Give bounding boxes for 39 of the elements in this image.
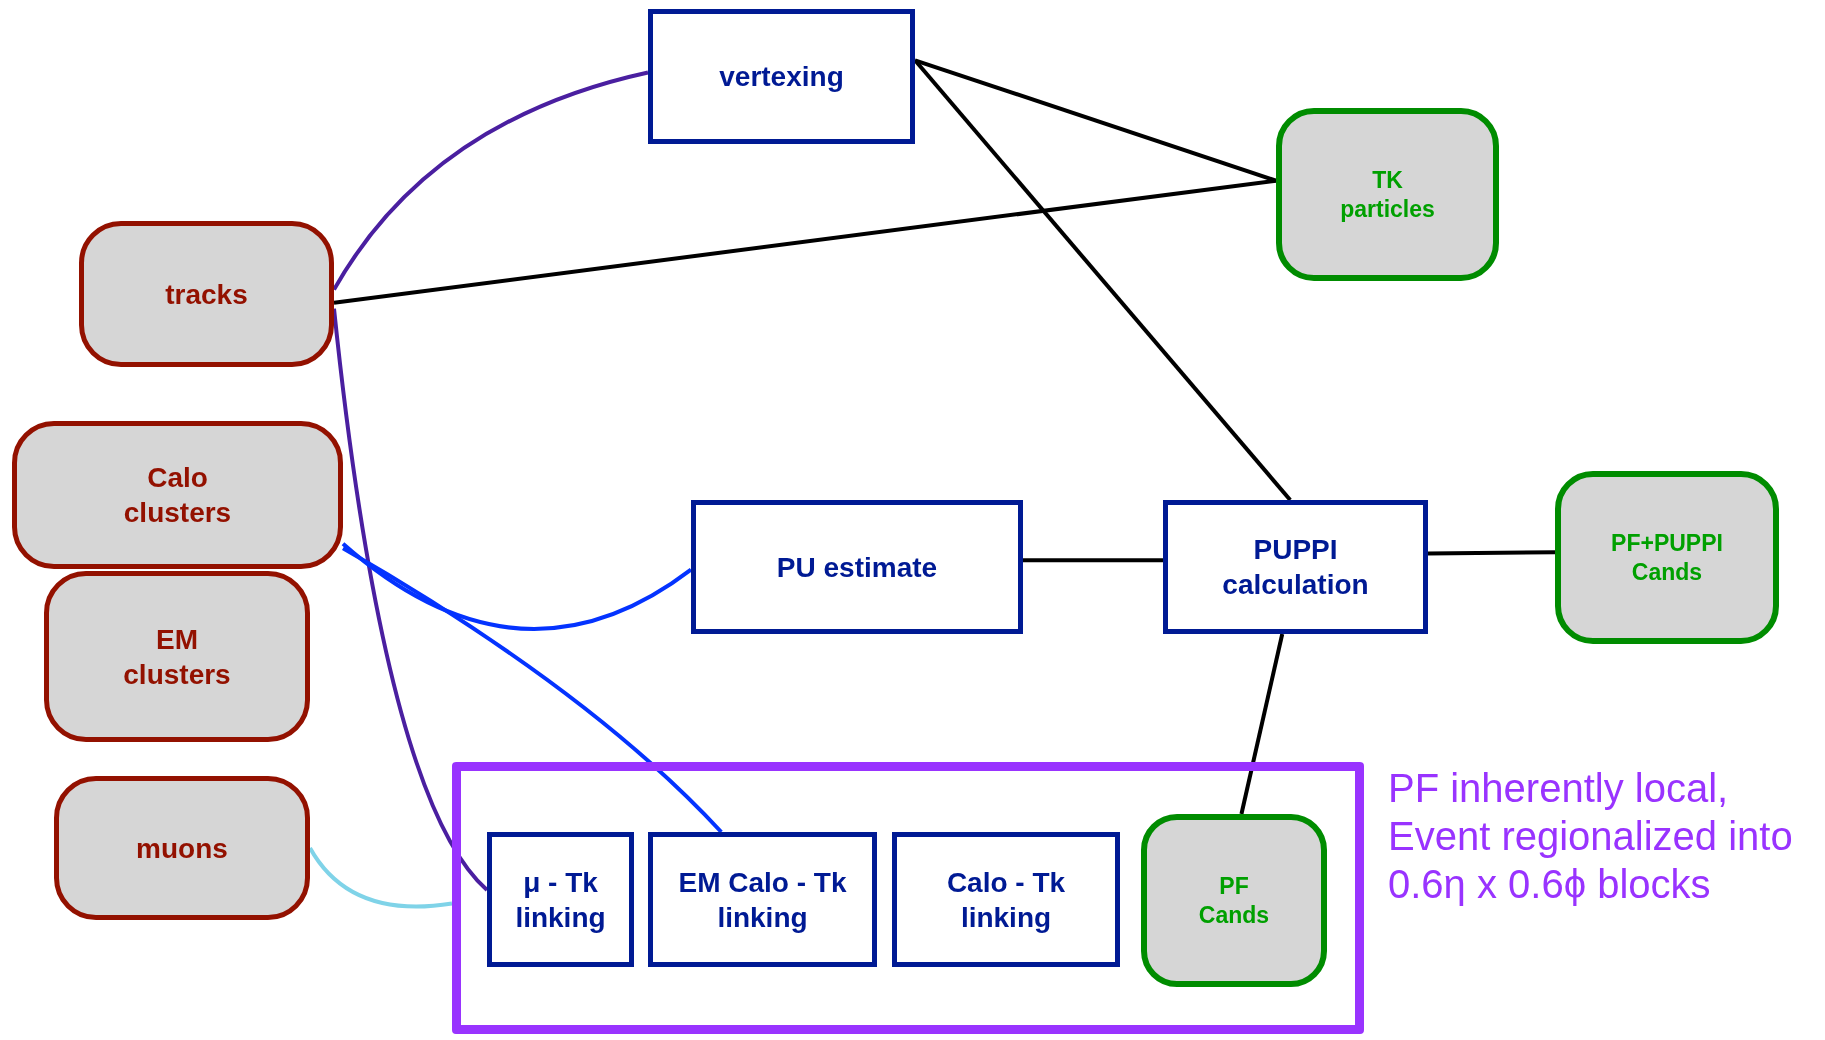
node-label: vertexing xyxy=(718,60,845,94)
connector-line xyxy=(308,846,453,909)
process-box xyxy=(1163,500,1428,634)
input-rounded-box xyxy=(44,571,310,742)
input-rounded-box xyxy=(79,221,334,367)
output-rounded-box xyxy=(1141,814,1327,987)
node-label: μ - Tk linking xyxy=(514,865,607,935)
connector-line xyxy=(914,58,1277,183)
input-rounded-box xyxy=(12,421,343,569)
connector-line xyxy=(913,59,1292,502)
connector-line xyxy=(1427,550,1556,556)
input-rounded-box xyxy=(54,776,310,920)
process-box xyxy=(892,832,1120,967)
node-label: Calo clusters xyxy=(122,461,233,530)
process-box xyxy=(691,500,1023,634)
node-label: PU estimate xyxy=(775,550,939,585)
node-label: tracks xyxy=(164,277,249,312)
node-label: Calo - Tk linking xyxy=(945,865,1067,935)
output-rounded-box xyxy=(1555,471,1779,644)
node-label: EM Calo - Tk linking xyxy=(677,865,848,935)
connector-line xyxy=(332,70,649,291)
node-label: EM clusters xyxy=(122,622,232,692)
process-box xyxy=(648,832,877,967)
process-box xyxy=(648,9,915,144)
connector-line xyxy=(341,542,693,631)
connector-line xyxy=(332,308,489,892)
node-label: muons xyxy=(135,831,229,866)
node-label: PUPPI calculation xyxy=(1221,533,1370,602)
connector-line xyxy=(342,546,723,834)
connector-line xyxy=(1023,558,1163,563)
region-frame xyxy=(452,762,1364,1034)
node-label: PF+PUPPI Cands xyxy=(1610,528,1724,587)
node-label: PF Cands xyxy=(1197,871,1271,930)
node-label: TK particles xyxy=(1339,165,1436,224)
process-box xyxy=(487,832,634,967)
note-text: PF inherently local, Event regionalized into 0.6η x 0.6ϕ blocks xyxy=(1388,765,1794,908)
output-rounded-box xyxy=(1276,108,1499,281)
connector-line xyxy=(1239,633,1285,815)
connector-line xyxy=(333,178,1277,305)
